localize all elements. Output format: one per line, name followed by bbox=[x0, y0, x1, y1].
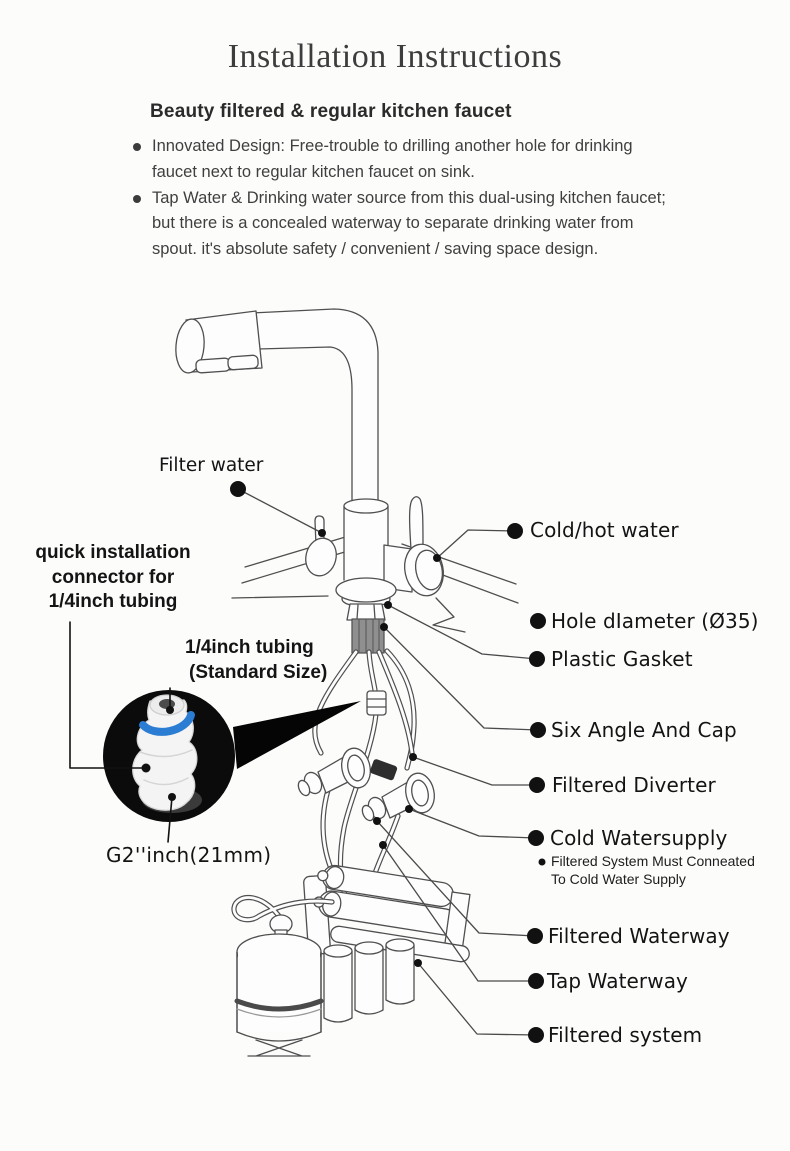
inline-quick-connector bbox=[366, 690, 387, 716]
locknut bbox=[346, 603, 386, 621]
label-g2-thread: G2''inch(21mm) bbox=[106, 843, 272, 867]
magnifier-pointer bbox=[233, 701, 361, 769]
page-title: Installation Instructions bbox=[227, 38, 563, 75]
bullet-icon bbox=[133, 143, 141, 151]
label-line: (Standard Size) bbox=[189, 661, 328, 683]
filter-system bbox=[303, 864, 471, 1023]
list-item: Innovated Design: Free-trouble to drilli… bbox=[133, 134, 675, 186]
feature-text: Innovated Design: Free-trouble to drilli… bbox=[152, 137, 633, 181]
label-quick-connector: quick installation connector for 1/4inch… bbox=[14, 541, 212, 615]
faucet-body bbox=[305, 496, 445, 654]
label-plastic-gasket: Plastic Gasket bbox=[551, 647, 693, 671]
label-line: Filtered System Must Conneated bbox=[551, 853, 755, 869]
label-hole-diameter: Hole dIameter (Ø35) bbox=[551, 609, 759, 633]
storage-tank bbox=[231, 894, 335, 1057]
faucet-spout bbox=[175, 308, 379, 507]
label-six-angle-cap: Six Angle And Cap bbox=[551, 718, 737, 742]
label-filtered-diverter: Filtered Diverter bbox=[552, 773, 716, 797]
list-item: Tap Water & Drinking water source from t… bbox=[133, 186, 675, 263]
tank-legs bbox=[247, 1039, 311, 1057]
label-supply-note: Filtered System Must Conneated To Cold W… bbox=[551, 853, 755, 888]
feature-text: Tap Water & Drinking water source from t… bbox=[152, 188, 666, 259]
blue-collar bbox=[139, 711, 195, 736]
feature-list: Innovated Design: Free-trouble to drilli… bbox=[133, 134, 675, 263]
label-line: quick installation bbox=[35, 542, 191, 563]
bullet-icon bbox=[133, 194, 141, 203]
inset-magnifier bbox=[103, 690, 361, 822]
label-tap-waterway: Tap Waterway bbox=[547, 969, 688, 993]
label-dots bbox=[141, 481, 546, 1043]
label-tubing-size: 1/4inch tubing (Standard Size) bbox=[185, 636, 327, 685]
base-flange bbox=[335, 577, 397, 603]
diverter-valves bbox=[297, 747, 435, 822]
leader-lines bbox=[69, 488, 539, 1036]
label-line: connector for bbox=[51, 566, 175, 588]
section-heading: Beauty filtered & regular kitchen faucet bbox=[150, 101, 512, 122]
tube-fitting bbox=[370, 759, 398, 781]
label-line: To Cold Water Supply bbox=[551, 870, 686, 887]
label-line: 1/4inch tubing bbox=[48, 591, 178, 612]
label-cold-watersupply: Cold Watersupply bbox=[550, 826, 728, 850]
filter-cartridges bbox=[323, 938, 415, 1023]
label-filtered-system: Filtered system bbox=[548, 1023, 703, 1047]
filter-lever-housing bbox=[305, 537, 337, 577]
label-cold-hot-water: Cold/hot water bbox=[530, 518, 679, 542]
label-line: 1/4inch tubing bbox=[185, 637, 314, 658]
mixer-lever bbox=[408, 496, 424, 550]
label-filtered-waterway: Filtered Waterway bbox=[548, 924, 730, 948]
label-filter-water: Filter water bbox=[159, 455, 264, 476]
